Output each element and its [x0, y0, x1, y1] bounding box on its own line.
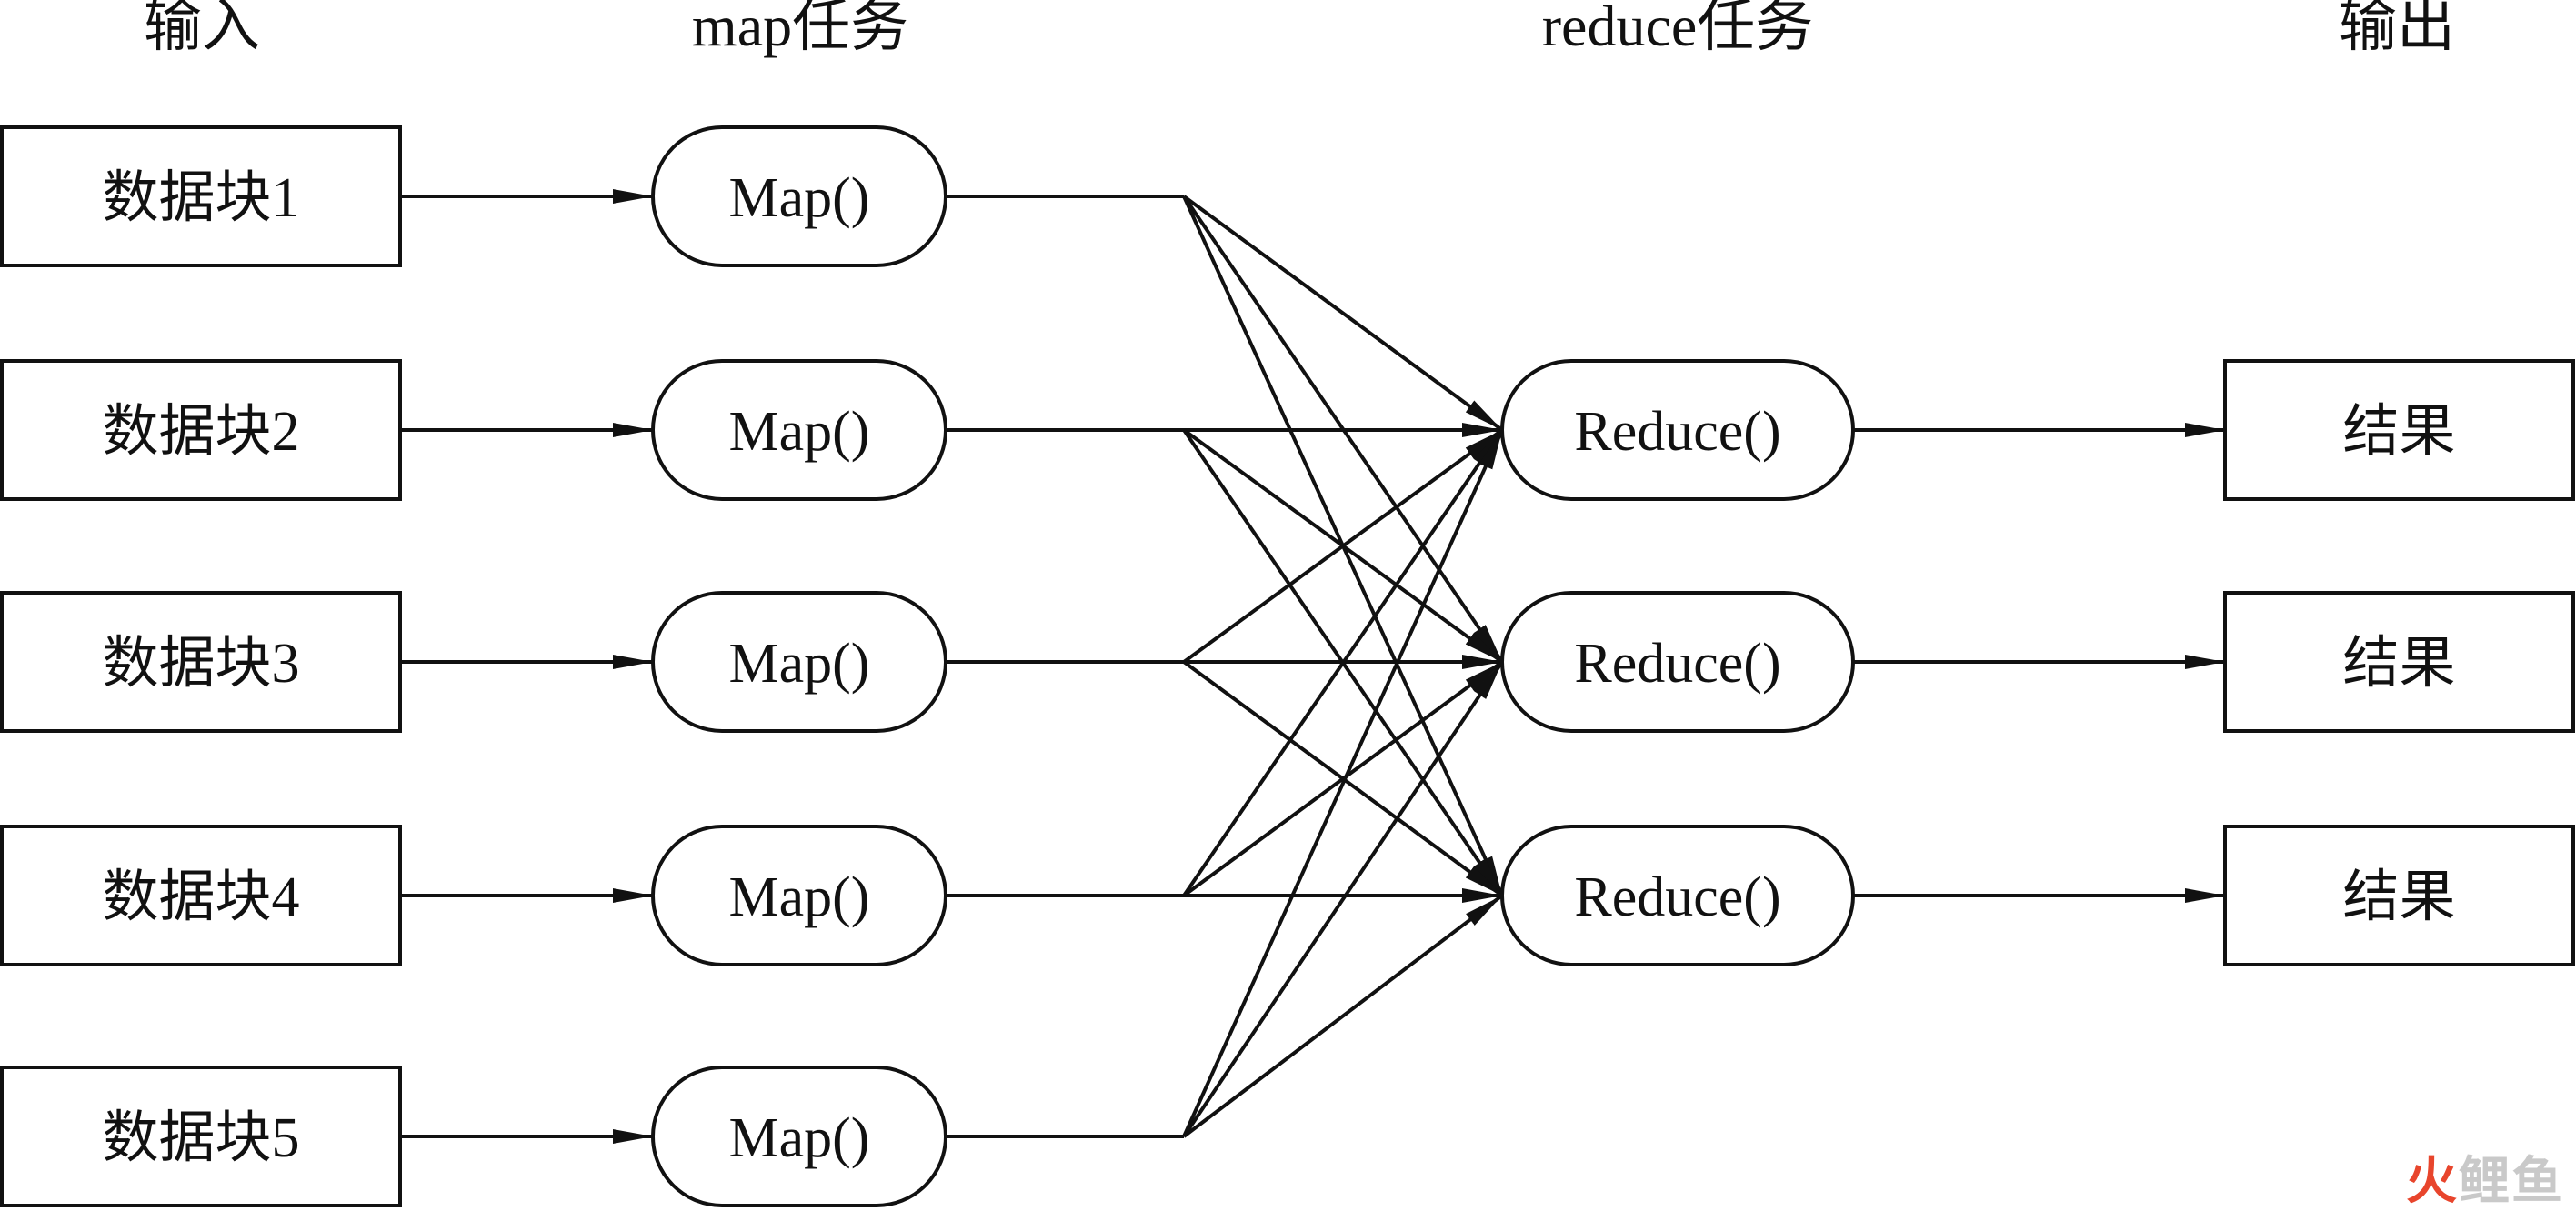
shuffle-line [1182, 195, 1504, 432]
input-block-label: 数据块1 [102, 167, 299, 229]
header-map: map任务 [692, 0, 908, 58]
reduce-task-label: Reduce() [1574, 401, 1780, 463]
output-result-label: 结果 [2342, 633, 2455, 695]
shuffle-line [1182, 429, 1504, 1137]
map-task-label: Map() [729, 1107, 870, 1169]
header-output: 输出 [2339, 0, 2455, 58]
watermark-char-3: 鱼 [2511, 1152, 2562, 1211]
input-block-label: 数据块3 [102, 633, 299, 695]
output-result-label: 结果 [2342, 866, 2455, 928]
output-result-label: 结果 [2342, 401, 2455, 463]
watermark-logo: 火 鲤 鱼 [2406, 1152, 2562, 1211]
shuffle-line [1182, 428, 1504, 897]
map-task-label: Map() [729, 401, 870, 463]
watermark-char-1: 火 [2406, 1152, 2457, 1211]
input-block-box [0, 1066, 402, 1207]
reduce-task-node [1500, 591, 1855, 733]
output-result-box [2223, 825, 2575, 966]
shuffle-line [1182, 428, 1504, 664]
output-result-box [2223, 359, 2575, 501]
connections [400, 189, 2225, 1144]
reduce-task-node [1500, 825, 1855, 966]
reduce-task-node [1500, 359, 1855, 501]
watermark-char-2: 鲤 [2459, 1152, 2510, 1211]
input-block-box [0, 125, 402, 267]
map-task-label: Map() [729, 633, 870, 695]
map-task-label: Map() [729, 167, 870, 229]
input-block-box [0, 591, 402, 733]
header-input: 输入 [144, 0, 260, 58]
map-task-label: Map() [729, 866, 870, 928]
output-result-box [2223, 591, 2575, 733]
nodes: 数据块1 数据块2 数据块3 数据块4 数据块5 Map() Map() Map() Map()… [0, 125, 2575, 1207]
map-task-node [651, 359, 947, 501]
input-block-box [0, 825, 402, 966]
input-block-box [0, 359, 402, 501]
map-task-node [651, 125, 947, 267]
map-task-node [651, 591, 947, 733]
input-block-label: 数据块2 [102, 401, 299, 463]
shuffle-line [1182, 660, 1504, 1138]
input-block-label: 数据块5 [102, 1107, 299, 1169]
shuffle-line [1182, 894, 1504, 1138]
map-task-node [651, 825, 947, 966]
shuffle-line [1182, 660, 1504, 897]
reduce-task-label: Reduce() [1574, 866, 1780, 928]
map-task-node [651, 1066, 947, 1207]
input-block-label: 数据块4 [102, 866, 299, 928]
header-reduce: reduce任务 [1542, 0, 1814, 58]
reduce-task-label: Reduce() [1574, 633, 1780, 695]
